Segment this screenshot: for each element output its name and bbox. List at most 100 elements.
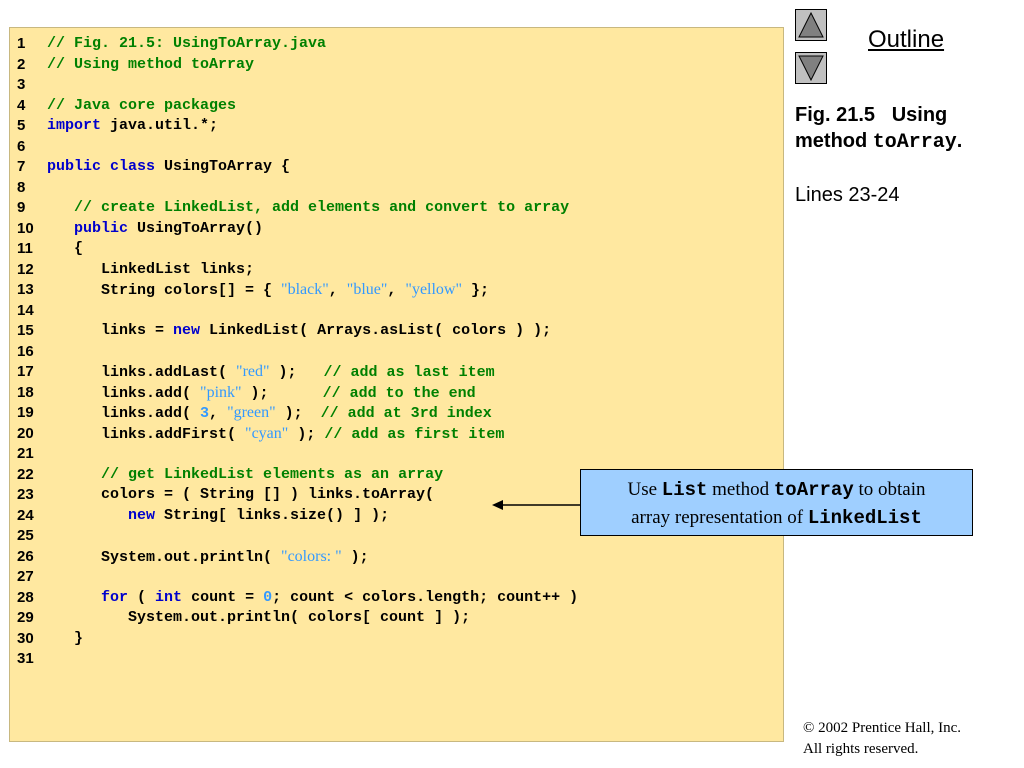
code-text: links = new LinkedList( Arrays.asList( c… <box>47 321 551 342</box>
code-text: import java.util.*; <box>47 116 218 137</box>
code-number: 0 <box>263 588 273 606</box>
code-string: "colors: " <box>281 547 342 565</box>
code-string: "green" <box>227 404 276 421</box>
caption-method-code: toArray <box>872 131 957 154</box>
code-comment: // Using method toArray <box>47 55 255 73</box>
callout-code: LinkedList <box>807 507 922 529</box>
lines-note: Lines 23-24 <box>795 184 900 206</box>
code-text: for ( int count = 0; count < colors.leng… <box>47 588 578 609</box>
code-text: public class UsingToArray { <box>47 157 290 178</box>
code-token: count = <box>182 588 264 606</box>
code-keyword: new <box>128 506 156 524</box>
code-keyword: public <box>74 219 129 237</box>
code-token: ); <box>269 364 324 381</box>
code-string: "pink" <box>200 383 242 401</box>
figure-caption: Fig. 21.5 Using method toArray. <box>795 102 962 156</box>
code-token: ); <box>241 384 323 402</box>
code-token: ( <box>128 588 156 606</box>
code-token: System.out.println( <box>47 548 282 566</box>
code-token: }; <box>462 282 490 299</box>
caption-method-word: method <box>795 130 873 152</box>
figure-caption-line2: method toArray. <box>795 128 962 156</box>
line-number: 28 <box>17 588 34 606</box>
code-token: LinkedList links; <box>47 260 255 278</box>
callout-text: to obtain <box>853 479 926 500</box>
code-token: links = <box>47 322 174 339</box>
code-string: "black" <box>281 281 329 298</box>
code-string: "red" <box>236 363 270 380</box>
code-number: 3 <box>200 405 210 422</box>
line-number: 5 <box>17 117 26 134</box>
code-comment: // add as last item <box>323 364 495 381</box>
code-token <box>47 220 74 237</box>
code-token <box>47 199 74 216</box>
code-comment: // add at 3rd index <box>320 405 492 422</box>
code-token: UsingToArray() <box>128 219 264 237</box>
line-number: 20 <box>17 424 34 442</box>
code-text: new String[ links.size() ] ); <box>47 506 389 527</box>
code-keyword: int <box>155 588 183 606</box>
code-token: , <box>328 282 347 299</box>
code-text: System.out.println( colors[ count ] ); <box>47 608 470 629</box>
callout-line2: array representation of LinkedList <box>581 504 972 532</box>
code-text: // get LinkedList elements as an array <box>47 465 443 486</box>
code-token: ; count < colors.length; count++ ) <box>272 588 579 606</box>
line-number: 25 <box>17 527 34 544</box>
line-number: 30 <box>17 629 34 647</box>
next-slide-button[interactable] <box>795 52 827 84</box>
line-number: 13 <box>17 281 34 298</box>
code-text: System.out.println( "colors: " ); <box>47 547 369 569</box>
callout-text: array representation of <box>631 507 808 528</box>
code-token: ); <box>288 425 325 443</box>
code-comment: // Java core packages <box>47 96 237 114</box>
code-string: "cyan" <box>245 424 289 442</box>
code-token: ); <box>341 548 369 566</box>
previous-slide-button[interactable] <box>795 9 827 41</box>
code-text: // Java core packages <box>47 96 236 117</box>
copyright-line2: All rights reserved. <box>803 741 919 757</box>
callout-box: Use List method toArray to obtain array … <box>580 469 973 536</box>
code-text: // create LinkedList, add elements and c… <box>47 198 569 219</box>
code-token <box>47 589 101 606</box>
copyright-symbol: © <box>803 720 815 736</box>
code-text: links.add( 3, "green" ); // add at 3rd i… <box>47 403 492 425</box>
code-text: String colors[] = { "black", "blue", "ye… <box>47 280 489 302</box>
line-number: 12 <box>17 260 34 278</box>
code-token: LinkedList( Arrays.asList( colors ) ); <box>200 322 552 339</box>
copyright-text: 2002 Prentice Hall, Inc. <box>814 720 962 736</box>
triangle-down-icon <box>798 55 824 82</box>
code-token: colors = ( String [] ) links.toArray( <box>47 486 435 503</box>
line-number: 9 <box>17 199 26 216</box>
code-token: links.addFirst( <box>47 425 246 443</box>
code-text: } <box>47 629 83 650</box>
copyright-line1: © 2002 Prentice Hall, Inc. <box>803 718 961 739</box>
line-number: 26 <box>17 547 34 565</box>
code-text: colors = ( String [] ) links.toArray( <box>47 485 434 506</box>
figure-caption-line1: Fig. 21.5 Using <box>795 104 948 126</box>
line-number: 6 <box>17 137 26 155</box>
line-number: 23 <box>17 486 34 503</box>
line-number: 1 <box>17 35 26 52</box>
line-number: 21 <box>17 445 34 462</box>
line-number: 24 <box>17 506 34 524</box>
code-token: links.add( <box>47 405 201 422</box>
code-text: links.addFirst( "cyan" ); // add as firs… <box>47 424 504 446</box>
code-token: ); <box>275 405 321 422</box>
callout-code: toArray <box>773 479 854 501</box>
line-number: 17 <box>17 363 34 380</box>
code-token: String colors[] = { <box>47 282 282 299</box>
outline-link[interactable]: Outline <box>868 26 945 53</box>
line-number: 18 <box>17 383 34 401</box>
line-number: 2 <box>17 55 26 73</box>
code-token: UsingToArray { <box>155 158 291 175</box>
line-number: 3 <box>17 76 26 93</box>
line-number: 7 <box>17 158 26 175</box>
code-comment: // get LinkedList elements as an array <box>101 465 444 483</box>
callout-arrow <box>492 500 580 510</box>
code-text: LinkedList links; <box>47 260 254 281</box>
code-token <box>47 466 101 483</box>
callout-text: method <box>707 479 774 500</box>
line-number: 14 <box>17 301 34 319</box>
line-number: 22 <box>17 465 34 483</box>
